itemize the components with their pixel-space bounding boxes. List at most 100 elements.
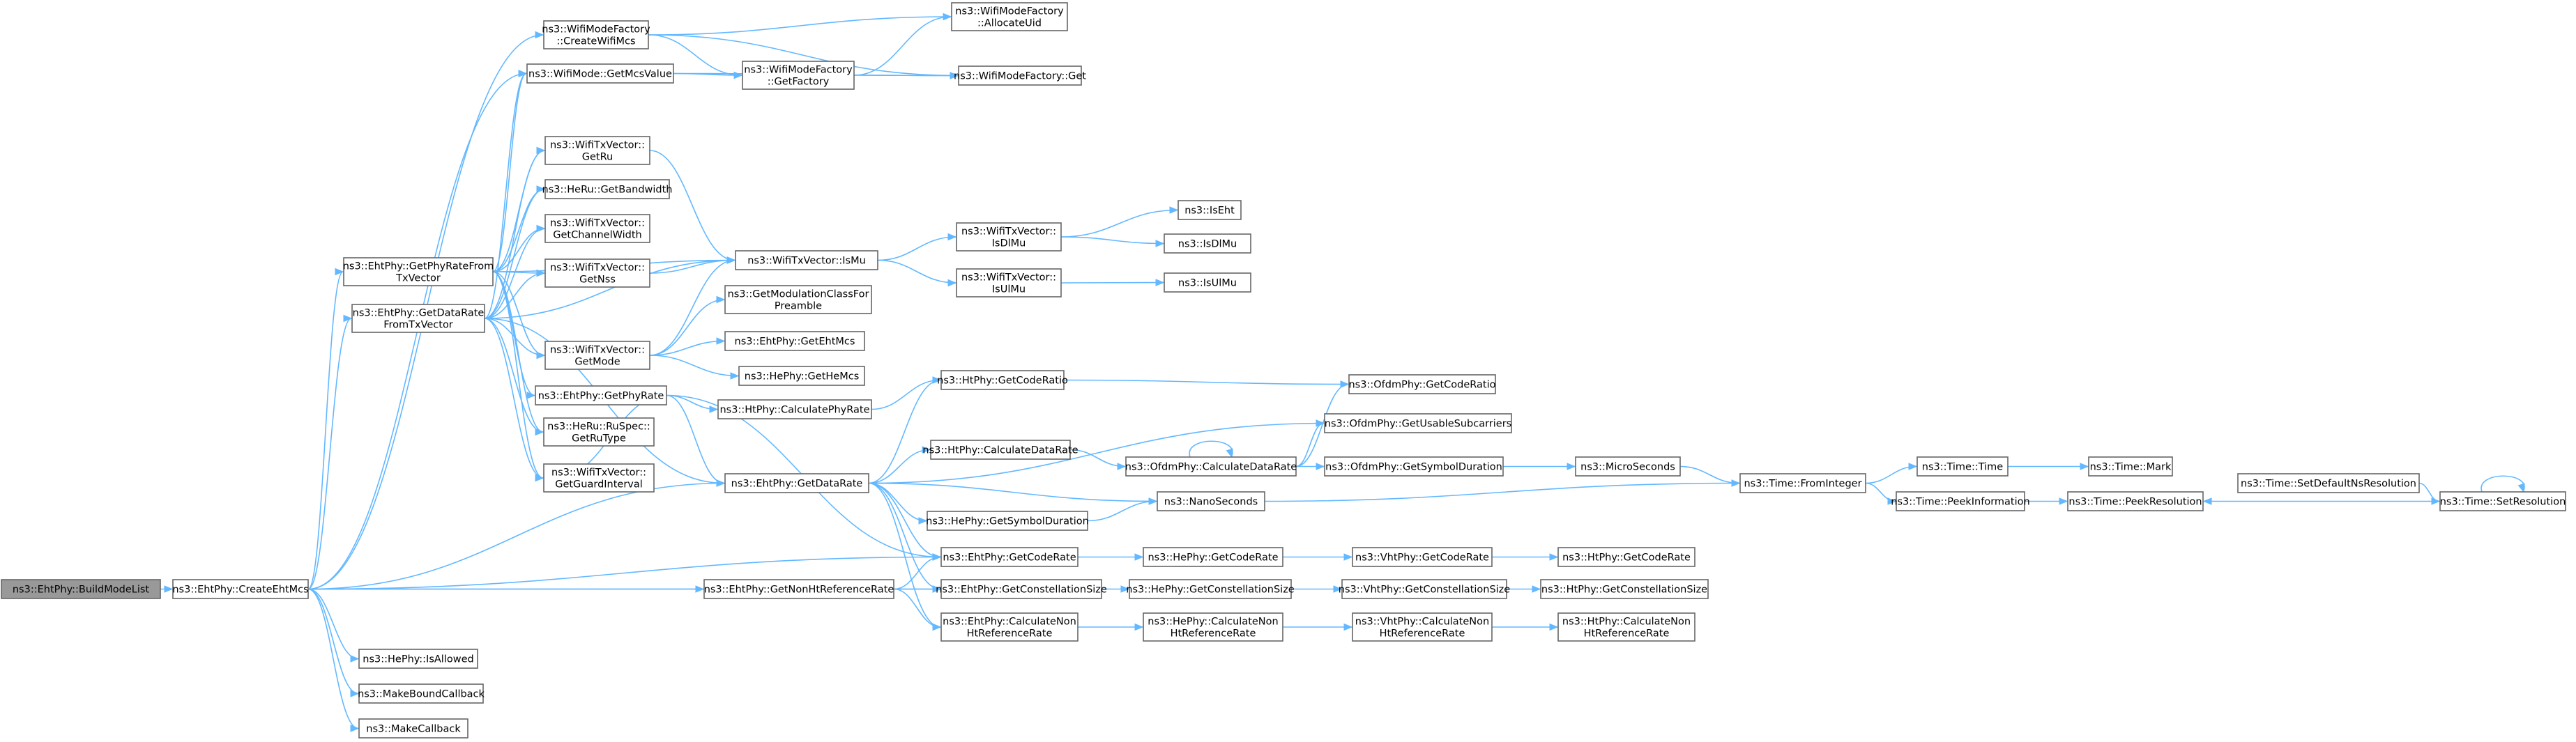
graph-node-tvggi[interactable]: ns3::WifiTxVector::GetGuardInterval	[543, 463, 655, 493]
graph-node-hrgb[interactable]: ns3::HeRu::GetBandwidth	[542, 179, 673, 199]
graph-node-epgem[interactable]: ns3::EhtPhy::GetEhtMcs	[724, 331, 865, 351]
edge-line	[1060, 209, 1178, 238]
graph-edge-tt-tm	[2007, 463, 2089, 470]
graph-edge-tvdl-isdl	[1060, 236, 1165, 247]
edge-arrowhead	[526, 392, 536, 399]
node-label: GetChannelWidth	[553, 230, 642, 241]
graph-node-mbc[interactable]: ns3::MakeBoundCallback	[358, 683, 485, 704]
graph-node-ns[interactable]: ns3::NanoSeconds	[1157, 491, 1265, 511]
graph-node-tvul[interactable]: ns3::WifiTxVector::IsUlMu	[956, 268, 1062, 297]
graph-node-tvgcw[interactable]: ns3::WifiTxVector::GetChannelWidth	[544, 214, 650, 243]
graph-node-epgpr[interactable]: ns3::EhtPhy::GetPhyRate	[535, 385, 667, 405]
graph-node-isdl[interactable]: ns3::IsDlMu	[1164, 233, 1251, 254]
graph-node-isul[interactable]: ns3::IsUlMu	[1164, 272, 1251, 293]
graph-edges	[160, 13, 2525, 732]
node-label: ns3::OfdmPhy::CalculateDataRate	[1125, 462, 1297, 473]
edge-arrowhead	[1316, 419, 1325, 427]
node-box	[544, 341, 650, 370]
node-label: ns3::Time::PeekResolution	[2068, 497, 2202, 508]
graph-node-hpgcr[interactable]: ns3::HePhy::GetCodeRate	[1143, 547, 1283, 567]
graph-node-epgcs[interactable]: ns3::EhtPhy::GetConstellationSize	[936, 579, 1107, 599]
graph-node-ogus[interactable]: ns3::OfdmPhy::GetUsableSubcarriers	[1324, 413, 1512, 433]
edge-arrowhead	[1731, 479, 1741, 487]
graph-node-vgcs[interactable]: ns3::VhtPhy::GetConstellationSize	[1339, 579, 1511, 599]
graph-node-hrst[interactable]: ns3::HeRu::RuSpec::GetRuType	[543, 417, 655, 447]
graph-node-iseht[interactable]: ns3::IsEht	[1178, 200, 1242, 220]
graph-edge-tvgm-tvismu	[649, 256, 736, 356]
graph-node-wmfc[interactable]: ns3::WifiModeFactory::CreateWifiMcs	[542, 20, 650, 49]
graph-node-bml[interactable]: ns3::EhtPhy::BuildModeList	[1, 579, 161, 599]
graph-node-hpgsd[interactable]: ns3::HePhy::GetSymbolDuration	[926, 511, 1089, 531]
graph-node-tsdn[interactable]: ns3::Time::SetDefaultNsResolution	[2237, 473, 2420, 493]
graph-node-tt[interactable]: ns3::Time::Time	[1916, 456, 2009, 477]
graph-node-htgcr[interactable]: ns3::HtPhy::GetCodeRatio	[937, 370, 1068, 390]
graph-node-vgcr[interactable]: ns3::VhtPhy::GetCodeRate	[1352, 547, 1493, 567]
graph-node-hgcs[interactable]: ns3::HtPhy::GetConstellationSize	[1540, 579, 1709, 599]
edge-arrowhead	[1908, 463, 1918, 470]
graph-node-wmfg[interactable]: ns3::WifiModeFactory::Get	[954, 65, 1086, 86]
node-label: ns3::MakeCallback	[366, 724, 461, 735]
graph-node-tvgm[interactable]: ns3::WifiTxVector::GetMode	[544, 341, 650, 370]
graph-node-ogcr[interactable]: ns3::OfdmPhy::GetCodeRatio	[1348, 374, 1496, 394]
node-box	[735, 250, 878, 270]
graph-node-htcpr[interactable]: ns3::HtPhy::CalculatePhyRate	[717, 399, 872, 419]
graph-node-tfi[interactable]: ns3::Time::FromInteger	[1739, 473, 1866, 493]
edge-arrowhead	[716, 479, 726, 487]
graph-node-mc[interactable]: ns3::MakeCallback	[358, 718, 468, 739]
graph-node-tvgru[interactable]: ns3::WifiTxVector::GetRu	[544, 136, 650, 165]
graph-node-tpi[interactable]: ns3::Time::PeekInformation	[1891, 491, 2030, 511]
edge-line	[307, 271, 344, 590]
graph-node-tvgn[interactable]: ns3::WifiTxVector::GetNss	[544, 258, 650, 288]
graph-node-htcdr[interactable]: ns3::HtPhy::CalculateDataRate	[922, 440, 1079, 460]
graph-node-hpghm[interactable]: ns3::HePhy::GetHeMcs	[738, 366, 865, 386]
edge-arrowhead	[1549, 553, 1559, 561]
graph-edge-tfi-tt	[1865, 463, 1918, 484]
node-label: ns3::WifiMode::GetMcsValue	[528, 69, 672, 80]
graph-node-epgdr[interactable]: ns3::EhtPhy::GetDataRate	[724, 473, 869, 493]
edge-arrowhead	[2202, 497, 2212, 505]
edge-line	[1189, 440, 1233, 458]
graph-node-wmfgf[interactable]: ns3::WifiModeFactory::GetFactory	[742, 61, 855, 90]
node-label: GetRu	[582, 152, 613, 163]
graph-node-ogsd[interactable]: ns3::OfdmPhy::GetSymbolDuration	[1324, 456, 1504, 477]
graph-node-wmfau[interactable]: ns3::WifiModeFactory::AllocateUid	[951, 2, 1068, 31]
edge-line	[484, 318, 544, 433]
edge-arrowhead	[922, 446, 931, 454]
node-label: ns3::HeRu::RuSpec::	[547, 422, 650, 433]
node-label: ns3::WifiTxVector::	[550, 140, 645, 151]
graph-node-tpr[interactable]: ns3::Time::PeekResolution	[2067, 491, 2204, 511]
graph-node-hpgcs[interactable]: ns3::HePhy::GetConstellationSize	[1126, 579, 1295, 599]
graph-node-ms[interactable]: ns3::MicroSeconds	[1575, 456, 1681, 477]
edge-line	[307, 318, 352, 590]
edge-arrowhead	[726, 256, 736, 264]
graph-node-ocdr[interactable]: ns3::OfdmPhy::CalculateDataRate	[1125, 456, 1297, 477]
graph-node-epgnh[interactable]: ns3::EhtPhy::GetNonHtReferenceRate	[703, 579, 894, 599]
edge-line	[484, 150, 545, 319]
graph-node-epgcr[interactable]: ns3::EhtPhy::GetCodeRate	[940, 547, 1079, 567]
node-box	[742, 61, 855, 90]
graph-node-hpia[interactable]: ns3::HePhy::IsAllowed	[358, 649, 478, 669]
graph-node-wmgm[interactable]: ns3::WifiMode::GetMcsValue	[526, 63, 674, 84]
graph-node-cem[interactable]: ns3::EhtPhy::CreateEhtMcs	[172, 579, 309, 599]
edge-arrowhead	[918, 517, 928, 525]
node-label: ns3::EhtPhy::GetEhtMcs	[735, 337, 855, 348]
graph-node-tsr[interactable]: ns3::Time::SetResolution	[2439, 491, 2566, 511]
edge-line	[307, 588, 359, 695]
graph-edge-htcdr-ocdr	[1069, 449, 1127, 470]
edge-arrowhead	[733, 71, 743, 79]
graph-node-hgcr[interactable]: ns3::HtPhy::GetCodeRate	[1557, 547, 1695, 567]
node-box	[1129, 579, 1292, 599]
node-label: ns3::EhtPhy::CreateEhtMcs	[172, 585, 308, 596]
node-box	[544, 258, 650, 288]
graph-node-tvismu[interactable]: ns3::WifiTxVector::IsMu	[735, 250, 878, 270]
graph-node-tm[interactable]: ns3::Time::Mark	[2088, 456, 2173, 477]
graph-node-tvdl[interactable]: ns3::WifiTxVector::IsDlMu	[956, 222, 1062, 252]
node-label: ns3::Time::Mark	[2090, 462, 2172, 473]
